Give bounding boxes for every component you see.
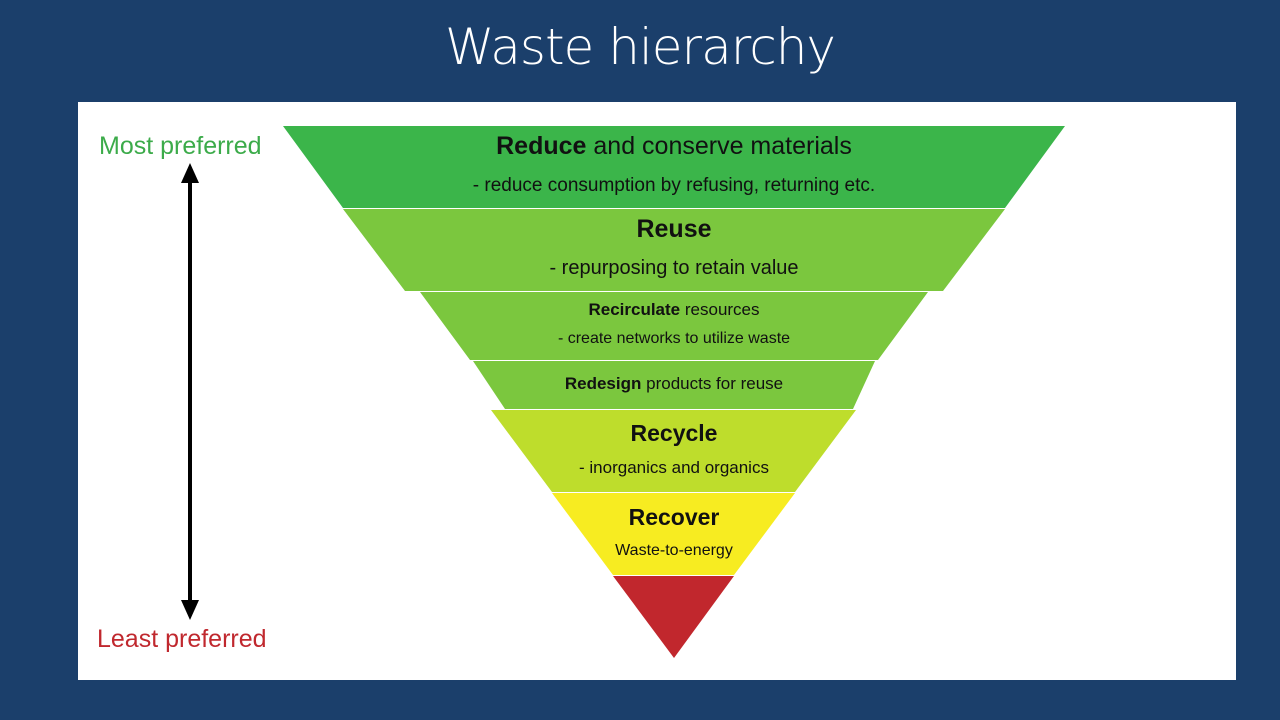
- level-reuse-bold: Reuse: [636, 215, 712, 243]
- slide-title: Waste hierarchy: [445, 18, 836, 76]
- level-recycle-title: Recycle: [374, 420, 974, 447]
- level-reduce-band: [283, 126, 1065, 208]
- level-bottom-band: [613, 576, 734, 658]
- level-reuse-sub: - repurposing to retain value: [549, 257, 799, 279]
- level-reduce-sub: - reduce consumption by refusing, return…: [472, 175, 876, 196]
- level-reuse-band: [343, 209, 1005, 291]
- preference-arrow: [181, 163, 199, 620]
- most-preferred-label: Most preferred: [99, 132, 262, 160]
- level-redesign-title: Redesign products for reuse: [374, 374, 974, 394]
- level-recirculate-sub: - create networks to utilize waste: [557, 330, 791, 347]
- level-recycle-band: [491, 410, 856, 492]
- level-recycle-sub: - inorganics and organics: [579, 458, 769, 477]
- level-redesign-rest: products for reuse: [646, 374, 784, 393]
- level-redesign-band: [470, 361, 878, 409]
- level-reduce-rest: and conserve materials: [593, 132, 852, 160]
- level-recirculate-band: [405, 292, 943, 360]
- level-recover-bold: Recover: [628, 504, 720, 530]
- level-recirculate-bold: Recirculate: [588, 300, 681, 319]
- level-reduce-bold: Reduce: [496, 132, 587, 160]
- level-reuse-title: Reuse: [374, 215, 974, 244]
- level-reduce-title: Reduce and conserve materials: [374, 132, 974, 161]
- level-redesign-bold: Redesign: [564, 374, 642, 393]
- least-preferred-label: Least preferred: [97, 625, 267, 653]
- level-recycle-bold: Recycle: [630, 420, 718, 446]
- level-recirculate-rest: resources: [684, 300, 760, 319]
- level-recover-sub: Waste-to-energy: [615, 542, 733, 559]
- level-recover-title: Recover: [374, 504, 974, 531]
- level-recirculate-title: Recirculate resources: [374, 300, 974, 320]
- level-recover-band: [552, 493, 795, 575]
